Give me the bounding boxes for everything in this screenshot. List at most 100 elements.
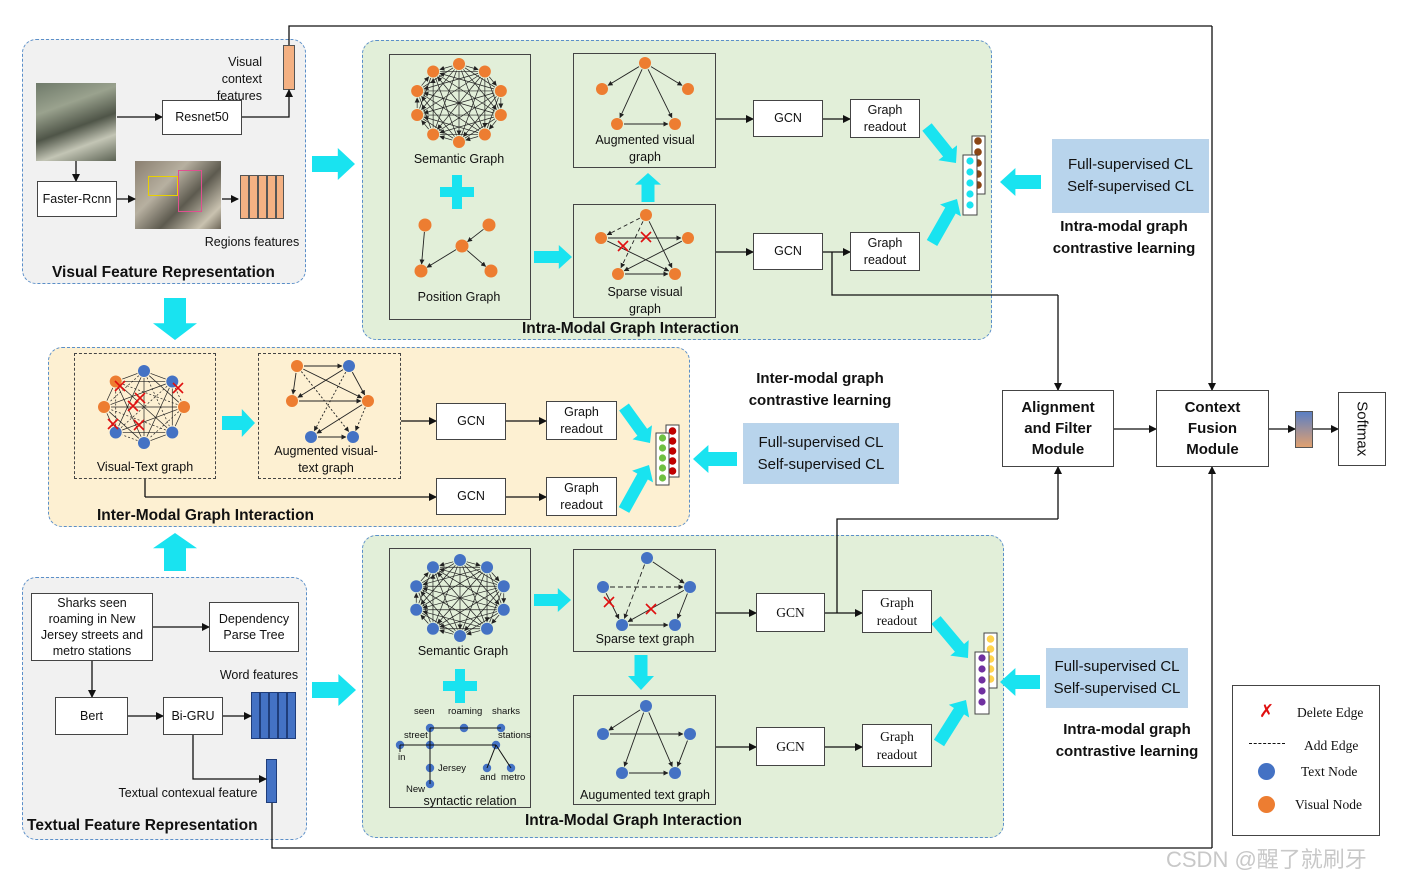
visual-text-graph-box [74, 353, 216, 479]
text-semantic-node [497, 603, 510, 616]
aug-visual-edge [647, 69, 673, 119]
word-feature-3 [269, 692, 278, 739]
gcn-visual-bottom: GCN [753, 233, 823, 270]
aug-visual-node [611, 118, 623, 130]
aug-vt-edge [291, 372, 297, 395]
inter-vector-front-cell [658, 474, 667, 482]
aug-vt-edge [303, 368, 363, 399]
sparse-text-box [573, 549, 716, 652]
aug-vt-edge [316, 404, 363, 434]
inter-panel-title: Inter-Modal Graph Interaction [97, 507, 315, 524]
graphs-to-sparse-text-arrow [534, 588, 571, 612]
sparse-visual-node [682, 232, 694, 244]
visual-gcn-to-align-line [831, 252, 1058, 296]
readout-visual-top: Graph readout [850, 99, 920, 138]
aug-text-edge [676, 740, 688, 767]
tree-edge [495, 744, 512, 769]
gcn-inter-bottom: GCN [436, 478, 506, 515]
readout-to-visual-vector-top [922, 123, 958, 163]
resnet-to-context-arrow [242, 89, 293, 118]
sparse-to-augmented-text-arrow [628, 655, 654, 690]
tree-word: sharks [492, 706, 520, 717]
sparse-visual-label: Sparse visual graph [607, 285, 683, 316]
watermark: CSDN @醒了就刷牙 [1166, 847, 1367, 872]
vt-edge [108, 411, 140, 439]
sparse-to-augmented-visual-arrow [635, 173, 661, 202]
vt-delete-mark [172, 382, 184, 394]
sparse-visual-edge [623, 240, 682, 272]
vt-node [138, 365, 150, 377]
sparse-text-delete-2 [645, 603, 657, 615]
text-semantic-edge [435, 573, 458, 630]
text-to-inter-arrow [153, 533, 197, 571]
vt-edge [110, 409, 166, 431]
region-box-pink [178, 170, 202, 212]
sparse-text-label: Sparse text graph [595, 632, 695, 646]
visual-cl-box: Full-supervised CL Self-supervised CL [1052, 139, 1209, 213]
aug-visual-edge [607, 66, 640, 86]
text-vector-front-cell [978, 698, 986, 706]
text-semantic-node [426, 622, 439, 635]
text-semantic-node [481, 561, 494, 574]
text-semantic-node [410, 580, 423, 593]
aug-visual-node [596, 83, 608, 95]
sparse-text-node [684, 581, 696, 593]
aug-visual-edge [619, 69, 643, 119]
visual-vector-front-cell [966, 190, 974, 198]
aug-vt-node [305, 431, 317, 443]
faster-rcnn-box: Faster-Rcnn [37, 181, 117, 217]
vt-edge [122, 373, 138, 380]
alignment-filter-module: Alignment and Filter Module [1002, 390, 1114, 467]
aug-text-node [684, 728, 696, 740]
vt-node [98, 401, 110, 413]
dependency-box: Dependency Parse Tree [209, 602, 299, 652]
text-panel-title: Textual Feature Representation [27, 817, 258, 834]
vt-node [138, 437, 150, 449]
region-feature-1 [240, 175, 249, 219]
text-semantic-node [454, 554, 466, 566]
inter-cl-to-vector-arrow [693, 445, 737, 473]
vt-edge [146, 377, 170, 427]
gcn-inter-top: GCN [436, 403, 506, 440]
inter-vector-front-cell [658, 464, 667, 472]
aug-text-edge [648, 712, 673, 768]
visual-semantic-node [478, 128, 491, 141]
aug-text-edge [608, 709, 641, 731]
aug-vt-edge [300, 371, 350, 432]
sparse-text-node [597, 581, 609, 593]
text-semantic-edge [422, 568, 481, 586]
word-feature-5 [287, 692, 296, 739]
tree-edge [486, 744, 497, 769]
inter-vector-front-cell [658, 454, 667, 462]
sentence-box: Sharks seen roaming in New Jersey street… [31, 593, 153, 661]
aug-vt-node [362, 395, 374, 407]
position-edge [426, 249, 457, 268]
tree-word: metro [501, 772, 526, 783]
visual-semantic-edge [422, 94, 480, 132]
sparse-visual-node [669, 268, 681, 280]
visual-semantic-edge [465, 65, 479, 71]
position-node [414, 264, 428, 278]
visual-vector-front-cell [966, 179, 974, 187]
legend-delete-icon: ✗ [1259, 701, 1275, 721]
sparse-visual-edge [607, 240, 670, 272]
text-semantic-edge [422, 610, 481, 628]
text-full-cl: Full-supervised CL [1054, 658, 1180, 676]
visual-vector-front-cell [966, 201, 974, 209]
text-semantic-node [481, 622, 494, 635]
text-semantic-edge [491, 614, 500, 624]
vt-edge [150, 434, 166, 441]
visual-semantic-edge [439, 72, 495, 90]
vt-delete-mark [107, 418, 119, 430]
position-node [482, 218, 496, 232]
text-vector-back-cell [986, 635, 995, 643]
visual-full-cl: Full-supervised CL [1067, 156, 1194, 174]
region-box-yellow [148, 176, 178, 196]
augmented-vt-box [258, 353, 401, 479]
legend-visual-node-icon [1258, 796, 1275, 813]
text-context-bottom-line [271, 803, 1212, 849]
tree-word: roaming [448, 706, 483, 717]
sparse-visual-delete-1 [617, 240, 629, 252]
visual-to-intra-arrow [312, 148, 355, 180]
augmented-visual-box [573, 53, 716, 168]
